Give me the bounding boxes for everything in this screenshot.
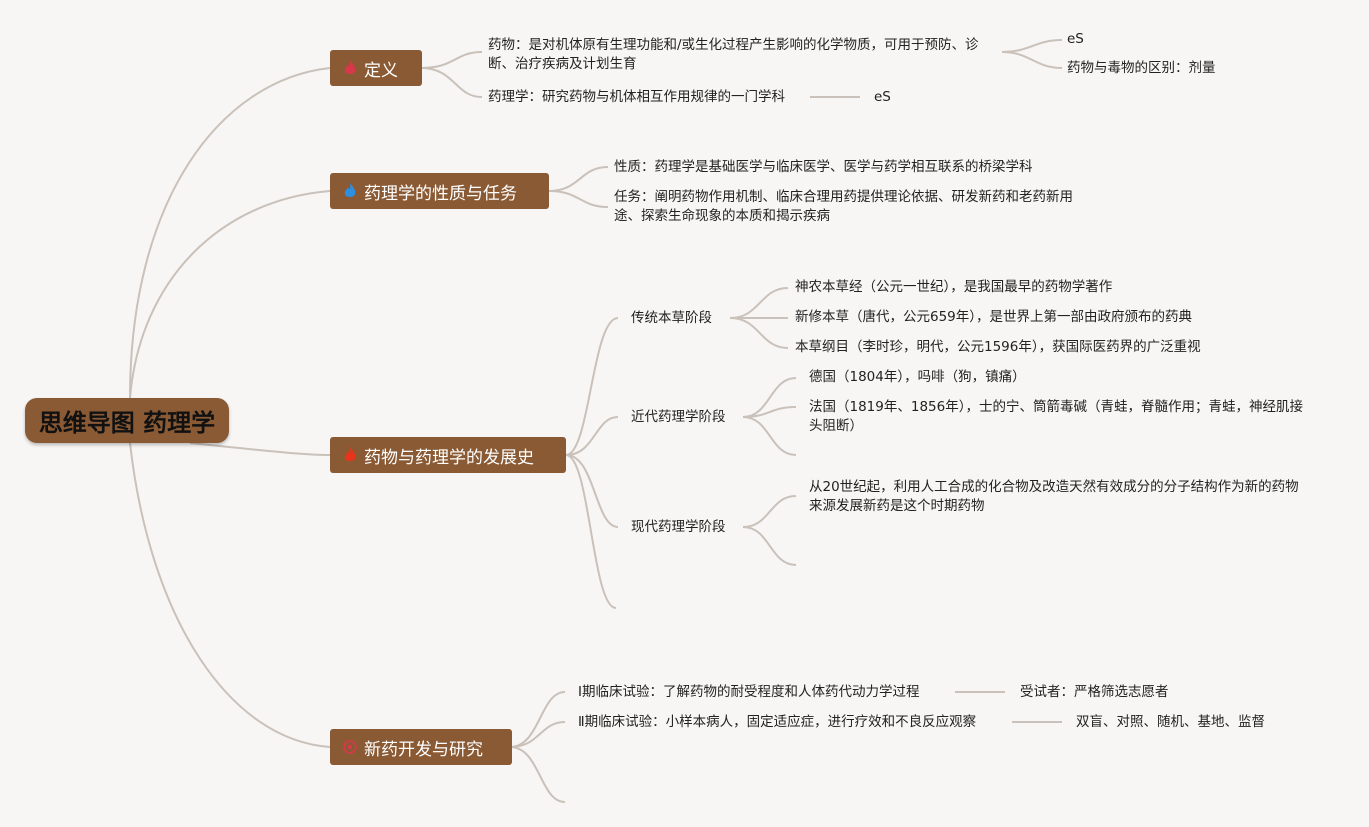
- nature-task[interactable]: 任务：阐明药物作用机制、临床合理用药提供理论依据、研发新药和老药新用途、探索生命…: [614, 189, 1073, 224]
- branch-nature-label: 药理学的性质与任务: [364, 183, 517, 204]
- flame-icon: [344, 447, 356, 461]
- traditional-item-3[interactable]: 本草纲目（李时珍，明代，公元1596年），获国际医药界的广泛重视: [795, 339, 1201, 355]
- flower-icon: [343, 740, 357, 754]
- branch-research-label: 新药开发与研究: [364, 739, 483, 760]
- branch-definition-label: 定义: [364, 60, 398, 81]
- flame-icon: [344, 183, 356, 197]
- definition-poison-difference[interactable]: 药物与毒物的区别：剂量: [1067, 60, 1216, 76]
- branch-history-label: 药物与药理学的发展史: [364, 447, 534, 468]
- phase-1-subjects[interactable]: 受试者：严格筛选志愿者: [1020, 684, 1169, 700]
- phase-1-trial[interactable]: Ⅰ期临床试验：了解药物的耐受程度和人体药代动力学过程: [578, 684, 920, 700]
- traditional-item-1[interactable]: 神农本草经（公元一世纪），是我国最早的药物学著作: [795, 279, 1113, 295]
- nature-property[interactable]: 性质：药理学是基础医学与临床医学、医学与药学相互联系的桥梁学科: [614, 159, 1033, 175]
- branch-history[interactable]: 药物与药理学的发展史: [330, 437, 566, 473]
- root-node[interactable]: 思维导图 药理学: [25, 398, 229, 443]
- definition-es-1[interactable]: eS: [1067, 31, 1084, 47]
- definition-drug[interactable]: 药物：是对机体原有生理功能和/或生化过程产生影响的化学物质，可用于预防、诊断、治…: [488, 37, 979, 72]
- stage-contemporary[interactable]: 现代药理学阶段: [631, 519, 726, 535]
- modern-early-item-1[interactable]: 德国（1804年），吗啡（狗，镇痛）: [809, 369, 1026, 385]
- definition-pharmacology[interactable]: 药理学：研究药物与机体相互作用规律的一门学科: [488, 89, 785, 105]
- modern-early-item-2[interactable]: 法国（1819年、1856年），士的宁、筒箭毒碱（青蛙，脊髓作用；青蛙，神经肌接…: [809, 399, 1303, 434]
- traditional-item-2[interactable]: 新修本草（唐代，公元659年），是世界上第一部由政府颁布的药典: [795, 309, 1193, 325]
- phase-2-method[interactable]: 双盲、对照、随机、基地、监督: [1076, 714, 1265, 730]
- contemporary-item-1[interactable]: 从20世纪起，利用人工合成的化合物及改造天然有效成分的分子结构作为新的药物来源发…: [809, 479, 1299, 514]
- definition-es-2[interactable]: eS: [874, 89, 891, 105]
- root-label: 思维导图 药理学: [38, 409, 216, 437]
- branch-new-drug-research[interactable]: 新药开发与研究: [330, 729, 512, 765]
- flame-icon: [344, 60, 356, 74]
- stage-traditional[interactable]: 传统本草阶段: [631, 310, 712, 326]
- branch-nature-tasks[interactable]: 药理学的性质与任务: [330, 173, 549, 209]
- stage-modern-early[interactable]: 近代药理学阶段: [631, 409, 726, 425]
- branch-definition[interactable]: 定义: [330, 50, 422, 86]
- phase-2-trial[interactable]: Ⅱ期临床试验：小样本病人，固定适应症，进行疗效和不良反应观察: [578, 714, 977, 730]
